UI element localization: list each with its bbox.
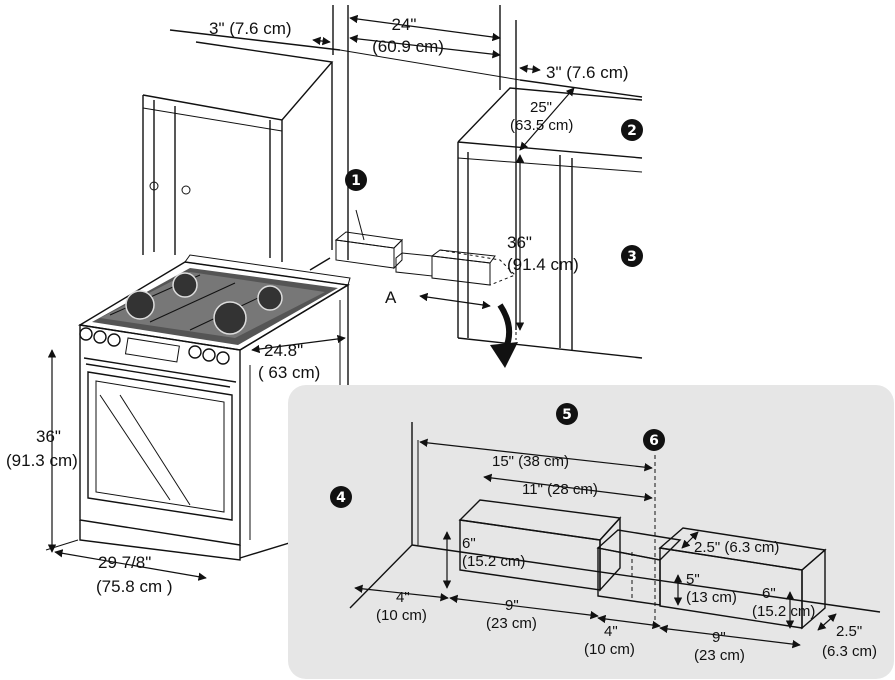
- label-block2-h-cm: (15.2 cm): [752, 603, 815, 620]
- badge-1: 1: [345, 169, 367, 191]
- label-block1-h-in: 6": [462, 535, 476, 552]
- anti-tip-blocks: [334, 231, 516, 286]
- label-wall-gap-cm: (10 cm): [376, 607, 427, 624]
- label-dist-15: 15" (38 cm): [492, 453, 569, 470]
- label-cabinet-depth-in: 25": [530, 99, 552, 116]
- label-range-height-in: 36": [36, 427, 61, 446]
- label-range-depth-in: 24.8": [264, 341, 303, 360]
- label-top-right-offset: 3" (7.6 cm): [546, 63, 629, 82]
- label-block2-side-cm: (6.3 cm): [822, 643, 877, 660]
- detail-panel: [288, 385, 894, 679]
- badge-4: 4: [330, 486, 352, 508]
- svg-text:6: 6: [649, 433, 659, 449]
- label-block2-depth: 2.5" (6.3 cm): [694, 539, 779, 556]
- svg-text:3: 3: [627, 249, 637, 265]
- svg-text:2: 2: [627, 123, 637, 139]
- label-block1-h-cm: (15.2 cm): [462, 553, 525, 570]
- main-dimension-lines: [45, 14, 575, 581]
- label-range-height-cm: (91.3 cm): [6, 451, 78, 470]
- label-mid-h-cm: (13 cm): [686, 589, 737, 606]
- label-cabinet-width-in: 24": [392, 15, 417, 34]
- label-mid-h-in: 5": [686, 571, 700, 588]
- label-block2-h-in: 6": [762, 585, 776, 602]
- label-block2-len-cm: (23 cm): [694, 647, 745, 664]
- badge-5: 5: [556, 403, 578, 425]
- label-block2-len-in: 9": [712, 629, 726, 646]
- label-range-depth-cm: ( 63 cm): [258, 363, 320, 382]
- detail-arrow: [490, 303, 518, 368]
- label-cabinet-height-cm: (91.4 cm): [507, 255, 579, 274]
- badge-6: 6: [643, 429, 665, 451]
- detail-dimension-lines: [354, 438, 837, 649]
- label-range-width-cm: (75.8 cm ): [96, 577, 173, 596]
- svg-text:4: 4: [336, 490, 346, 506]
- label-point-a: A: [385, 288, 397, 307]
- label-cabinet-height-in: 36": [507, 233, 532, 252]
- svg-text:5: 5: [562, 407, 572, 423]
- label-top-left-offset: 3" (7.6 cm): [209, 19, 292, 38]
- label-block1-len-cm: (23 cm): [486, 615, 537, 632]
- badge-3: 3: [621, 245, 643, 267]
- badge-2: 2: [621, 119, 643, 141]
- detail-drawing: [349, 422, 881, 630]
- left-upper-cabinet: [142, 41, 334, 262]
- floor-line: [309, 257, 331, 271]
- label-cabinet-depth-cm: (63.5 cm): [510, 117, 573, 134]
- label-cabinet-width-cm: (60.9 cm): [372, 37, 444, 56]
- label-block2-side-in: 2.5": [836, 623, 862, 640]
- label-mid-len-cm: (10 cm): [584, 641, 635, 658]
- label-wall-gap-in: 4": [396, 589, 410, 606]
- label-block1-len-in: 9": [505, 597, 519, 614]
- label-range-width-in: 29 7/8": [98, 553, 151, 572]
- label-dist-11: 11" (28 cm): [522, 481, 598, 498]
- svg-text:1: 1: [351, 173, 361, 189]
- label-mid-len-in: 4": [604, 623, 618, 640]
